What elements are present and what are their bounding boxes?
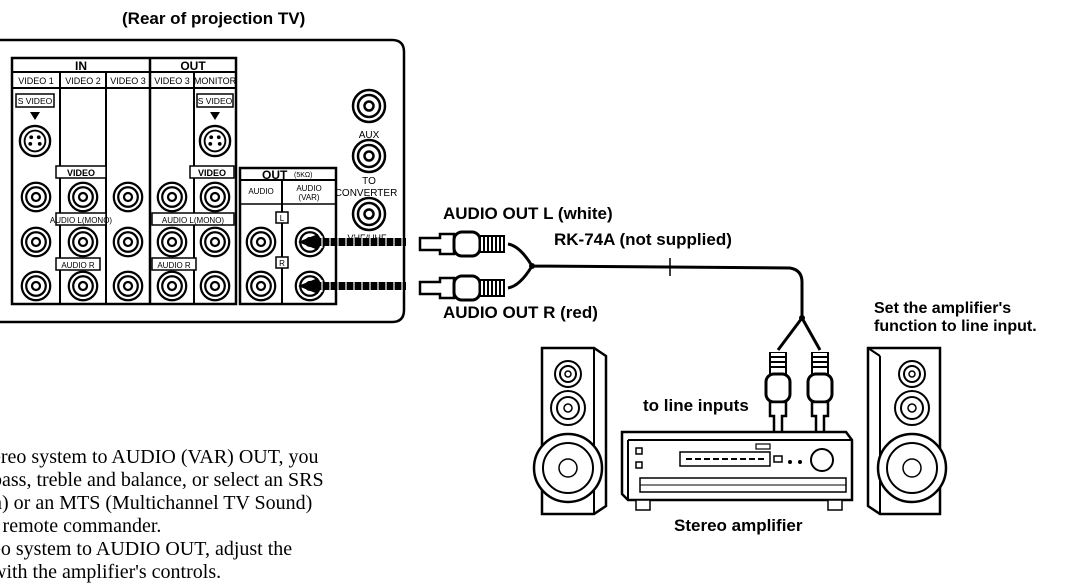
rca-plug-amp-left <box>764 352 792 440</box>
video-label-in: VIDEO <box>67 168 95 178</box>
body-line: with the amplifier's controls. <box>0 561 222 583</box>
input-output-panel: IN OUT VIDEO 1 VIDEO 2 VIDEO 3 VIDEO 3 M… <box>10 56 238 306</box>
jack-video1-audio-r <box>20 270 52 302</box>
stereo-amplifier-label: Stereo amplifier <box>674 516 803 535</box>
audio-cable <box>507 242 822 351</box>
rca-plug-white <box>418 230 506 258</box>
amp-note-line1: Set the amplifier's <box>874 300 1012 317</box>
jack-out-audio-l <box>156 226 188 258</box>
svideo-label-out: S VIDEO <box>198 96 233 106</box>
rca-plug-amp-right <box>806 352 834 440</box>
jack-video2-video <box>67 181 99 213</box>
jack-video1-audio-l <box>20 226 52 258</box>
audio-out-impedance: (5KΩ) <box>294 172 312 179</box>
right-speaker <box>866 346 948 516</box>
rca-plug-red <box>418 274 506 302</box>
video-label-out: VIDEO <box>198 168 226 178</box>
jack-video1-video <box>20 181 52 213</box>
jack-video2-audio-r <box>67 270 99 302</box>
body-line: ereo system to AUDIO (VAR) OUT, you <box>0 446 319 468</box>
audio-r-label-in: AUDIO R <box>61 261 95 270</box>
jack-video3-audio-r <box>112 270 144 302</box>
jack-monitor-audio-r <box>199 270 231 302</box>
arrow-icon <box>210 112 220 120</box>
connection-arrow-r <box>298 278 406 294</box>
audio-l-label-in: AUDIO L(MONO) <box>50 216 113 225</box>
jack-out-video <box>156 181 188 213</box>
rear-title: (Rear of projection TV) <box>122 9 306 28</box>
cable-label: RK-74A (not supplied) <box>554 230 732 249</box>
svideo-jack-out <box>198 124 232 158</box>
to-label: TO <box>362 176 376 187</box>
jack-audio-out-l <box>245 226 277 258</box>
jack-audio-out-r <box>245 270 277 302</box>
audio-var-label-2: (VAR) <box>298 193 320 202</box>
col-video3-in: VIDEO 3 <box>110 76 146 86</box>
col-video2: VIDEO 2 <box>65 76 101 86</box>
audio-out-l-label: AUDIO OUT L (white) <box>443 204 613 223</box>
svideo-jack-in <box>18 124 52 158</box>
svideo-label-in: S VIDEO <box>18 96 53 106</box>
audio-l-label-out: AUDIO L(MONO) <box>162 216 225 225</box>
body-line: eo system to AUDIO OUT, adjust the <box>0 538 293 560</box>
body-line: l remote commander. <box>0 515 162 537</box>
tv-rear-outline <box>0 38 406 324</box>
jack-to-converter <box>351 138 387 174</box>
body-line: n) or an MTS (Multichannel TV Sound) <box>0 492 313 514</box>
stereo-amplifier <box>620 430 854 511</box>
aux-label: AUX <box>359 130 380 141</box>
line-inputs-label: to line inputs <box>643 396 749 415</box>
jack-video2-audio-l <box>67 226 99 258</box>
body-text: ereo system to AUDIO (VAR) OUT, you bass… <box>0 446 552 584</box>
arrow-icon <box>30 112 40 120</box>
left-speaker <box>532 346 608 516</box>
l-mark: L <box>280 214 285 223</box>
out-header: OUT <box>180 59 206 73</box>
jack-monitor-video <box>199 181 231 213</box>
converter-label: CONVERTER <box>335 188 398 199</box>
col-video1: VIDEO 1 <box>18 76 54 86</box>
jack-out-audio-r <box>156 270 188 302</box>
audio-out-r-label: AUDIO OUT R (red) <box>443 303 598 322</box>
connection-arrow-l <box>298 234 406 250</box>
r-mark: R <box>279 259 285 268</box>
audio-r-label-out: AUDIO R <box>157 261 191 270</box>
jack-aux <box>351 88 387 124</box>
audio-var-label-1: AUDIO <box>296 184 321 193</box>
audio-out-header: OUT <box>262 168 288 182</box>
audio-out-panel: OUT (5KΩ) AUDIO AUDIO (VAR) L R <box>238 166 338 306</box>
amp-note-line2: function to line input. <box>874 318 1037 335</box>
jack-video3-video <box>112 181 144 213</box>
col-video3-out: VIDEO 3 <box>154 76 190 86</box>
jack-vhf-uhf <box>351 196 387 232</box>
body-line: bass, treble and balance, or select an S… <box>0 469 324 491</box>
col-monitor: MONITOR <box>194 76 237 86</box>
audio-col-label: AUDIO <box>248 187 273 196</box>
jack-monitor-audio-l <box>199 226 231 258</box>
in-header: IN <box>75 59 87 73</box>
connection-diagram: IN OUT VIDEO 1 VIDEO 2 VIDEO 3 VIDEO 3 M… <box>0 38 948 516</box>
jack-video3-audio-l <box>112 226 144 258</box>
